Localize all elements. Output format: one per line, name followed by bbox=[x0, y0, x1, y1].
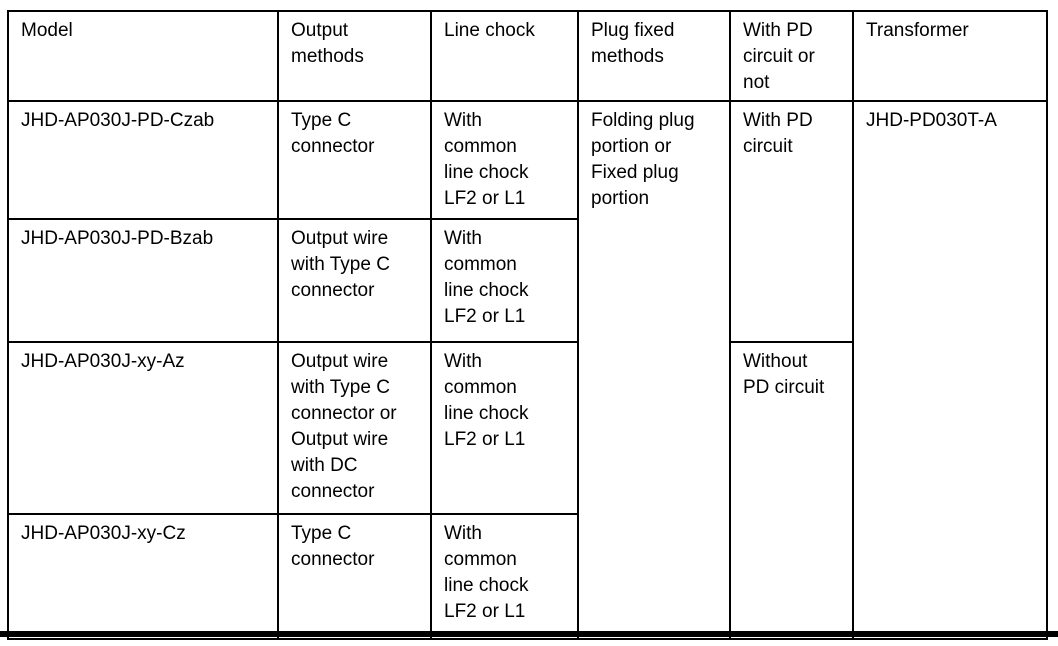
cell-line-chock-4: With common line chock LF2 or L1 bbox=[430, 513, 579, 640]
cell-model-3: JHD-AP030J-xy-Az bbox=[7, 341, 279, 515]
header-line-chock: Line chock bbox=[430, 10, 579, 102]
cell-model-2: JHD-AP030J-PD-Bzab bbox=[7, 218, 279, 343]
header-transformer: Transformer bbox=[852, 10, 1048, 102]
cell-output-methods-2: Output wire with Type C connector bbox=[277, 218, 432, 343]
product-spec-table: Model Output methods Line chock Plug fix… bbox=[7, 10, 1048, 640]
cell-line-chock-3: With common line chock LF2 or L1 bbox=[430, 341, 579, 515]
cell-model-4: JHD-AP030J-xy-Cz bbox=[7, 513, 279, 640]
cell-output-methods-1: Type C connector bbox=[277, 100, 432, 220]
cell-plug-fixed-methods: Folding plug portion or Fixed plug porti… bbox=[577, 100, 731, 640]
cell-transformer: JHD-PD030T-A bbox=[852, 100, 1048, 640]
cell-output-methods-3: Output wire with Type C connector or Out… bbox=[277, 341, 432, 515]
table-row: JHD-AP030J-xy-Az Output wire with Type C… bbox=[7, 341, 1047, 640]
header-model: Model bbox=[7, 10, 279, 102]
table-row: JHD-AP030J-PD-Bzab Output wire with Type… bbox=[7, 218, 1047, 343]
table-row: JHD-AP030J-PD-Czab Type C connector With… bbox=[7, 100, 1048, 640]
header-pd-circuit: With PD circuit or not bbox=[729, 10, 854, 102]
bottom-horizontal-rule bbox=[0, 631, 1058, 637]
cell-line-chock-2: With common line chock LF2 or L1 bbox=[430, 218, 579, 343]
cell-line-chock-1: With common line chock LF2 or L1 bbox=[430, 100, 579, 220]
cell-without-pd-circuit: Without PD circuit bbox=[729, 341, 854, 640]
cell-output-methods-4: Type C connector bbox=[277, 513, 432, 640]
cell-with-pd-circuit: With PD circuit bbox=[729, 100, 854, 343]
header-output-methods: Output methods bbox=[277, 10, 432, 102]
header-plug-fixed-methods: Plug fixed methods bbox=[577, 10, 731, 102]
table-header-row: Model Output methods Line chock Plug fix… bbox=[7, 10, 1048, 102]
cell-model-1: JHD-AP030J-PD-Czab bbox=[7, 100, 279, 220]
table-row: JHD-AP030J-xy-Cz Type C connector With c… bbox=[7, 513, 1047, 640]
